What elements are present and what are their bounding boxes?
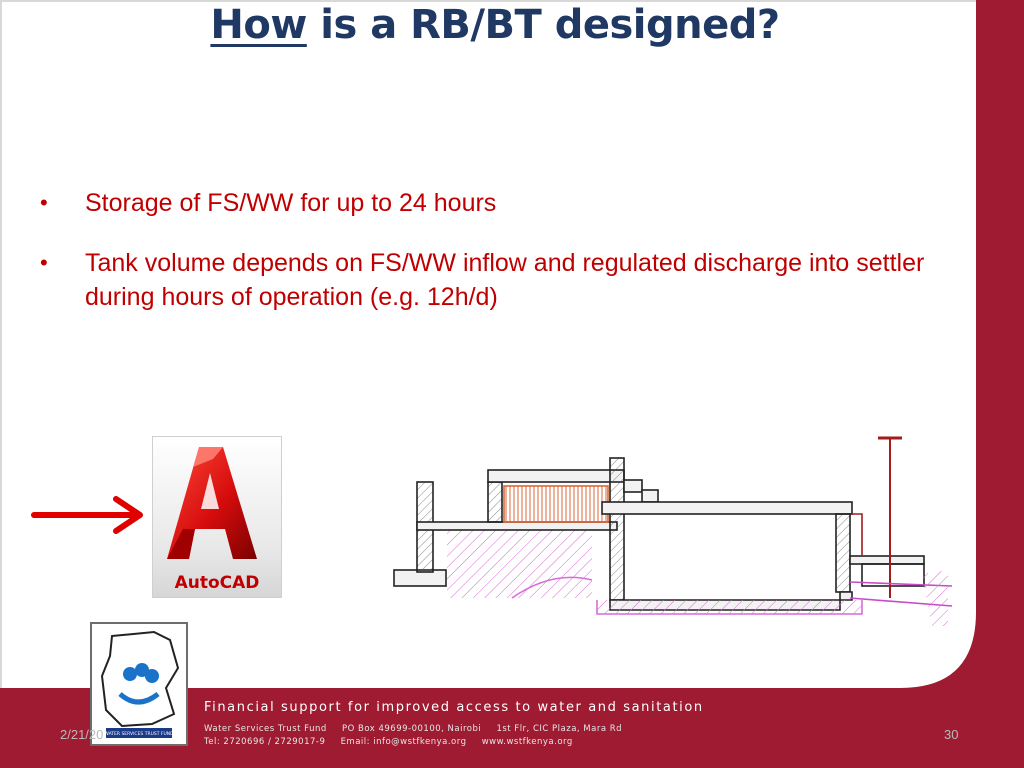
slide-page-number: 30 bbox=[944, 727, 959, 742]
footer-address-line: Water Services Trust Fund PO Box 49699-0… bbox=[204, 724, 634, 734]
title-underlined-word: How bbox=[210, 2, 307, 48]
logo-text: WATER SERVICES TRUST FUND bbox=[104, 731, 174, 737]
red-arrow-icon bbox=[31, 496, 143, 534]
footer-email: Email: info@wstfkenya.org bbox=[340, 737, 467, 747]
footer-location: 1st Flr, CIC Plaza, Mara Rd bbox=[496, 724, 623, 734]
footer-po-box: PO Box 49699-00100, Nairobi bbox=[341, 724, 482, 734]
bullet-item: • Storage of FS/WW for up to 24 hours bbox=[40, 186, 940, 220]
slide-date: 2/21/20 bbox=[60, 727, 104, 742]
bullet-text: Storage of FS/WW for up to 24 hours bbox=[85, 189, 497, 217]
footer-contact-line: Tel: 2720696 / 2729017-9 Email: info@wst… bbox=[204, 737, 585, 747]
bullet-list: • Storage of FS/WW for up to 24 hours • … bbox=[40, 186, 940, 340]
bullet-icon: • bbox=[40, 190, 48, 215]
kenya-map-logo-icon: WATER SERVICES TRUST FUND bbox=[100, 630, 180, 738]
footer-tel: Tel: 2720696 / 2729017-9 bbox=[204, 737, 326, 747]
autocad-logo-icon bbox=[167, 447, 257, 559]
footer-tagline: Financial support for improved access to… bbox=[204, 700, 704, 715]
slide-title: How is a RB/BT designed? bbox=[0, 2, 990, 48]
autocad-label: AutoCAD bbox=[174, 573, 260, 593]
tank-cad-drawing bbox=[393, 436, 952, 626]
bullet-icon: • bbox=[40, 250, 48, 275]
footer-website: www.wstfkenya.org bbox=[481, 737, 573, 747]
autocad-logo: AutoCAD bbox=[152, 436, 282, 598]
bullet-item: • Tank volume depends on FS/WW inflow an… bbox=[40, 246, 940, 314]
footer-org-name: Water Services Trust Fund bbox=[204, 724, 327, 734]
bullet-text: Tank volume depends on FS/WW inflow and … bbox=[85, 249, 925, 311]
wstf-logo: WATER SERVICES TRUST FUND bbox=[90, 622, 188, 746]
title-rest: is a RB/BT designed? bbox=[306, 2, 780, 48]
